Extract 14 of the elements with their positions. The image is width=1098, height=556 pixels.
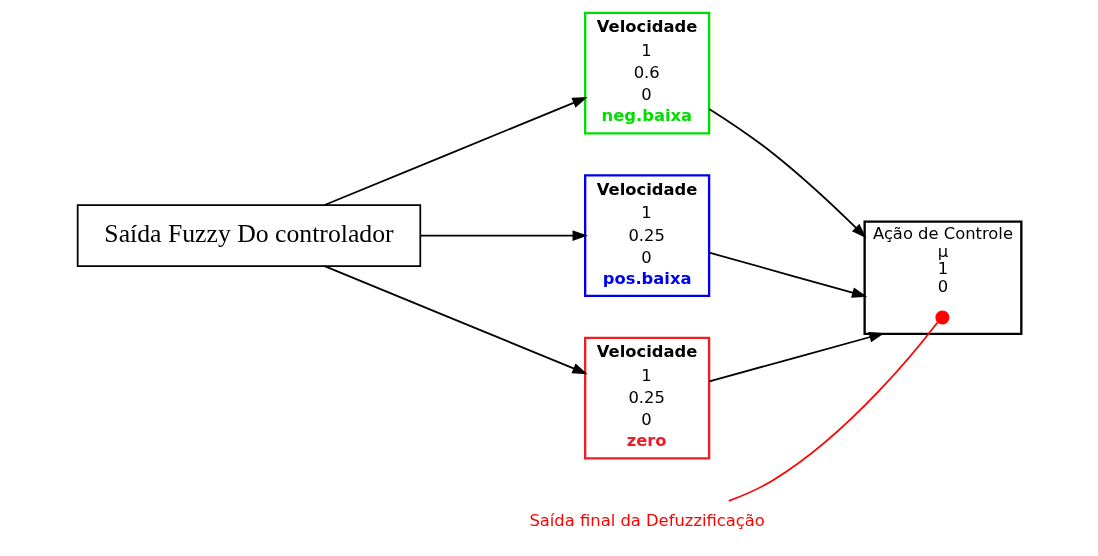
node-box: Velocidade 1 0.6 0 neg.baixa xyxy=(583,11,710,135)
arrow xyxy=(323,265,588,375)
node-box: Velocidade 1 0.25 0 zero xyxy=(583,336,710,460)
node-box: Velocidade 1 0.25 0 pos.baixa xyxy=(583,174,710,297)
arrow xyxy=(707,108,866,239)
arrow xyxy=(418,230,588,241)
node-box: Saída Fuzzy Do controlador xyxy=(76,204,421,267)
arrow xyxy=(708,251,867,298)
node-circle xyxy=(934,310,949,325)
arrow xyxy=(708,332,884,383)
connector xyxy=(727,321,939,502)
cluster: Ação de Controle μ 1 0 xyxy=(862,220,1022,335)
node-text: Saída final da Defuzzificação xyxy=(528,511,765,531)
arrow xyxy=(323,97,588,206)
